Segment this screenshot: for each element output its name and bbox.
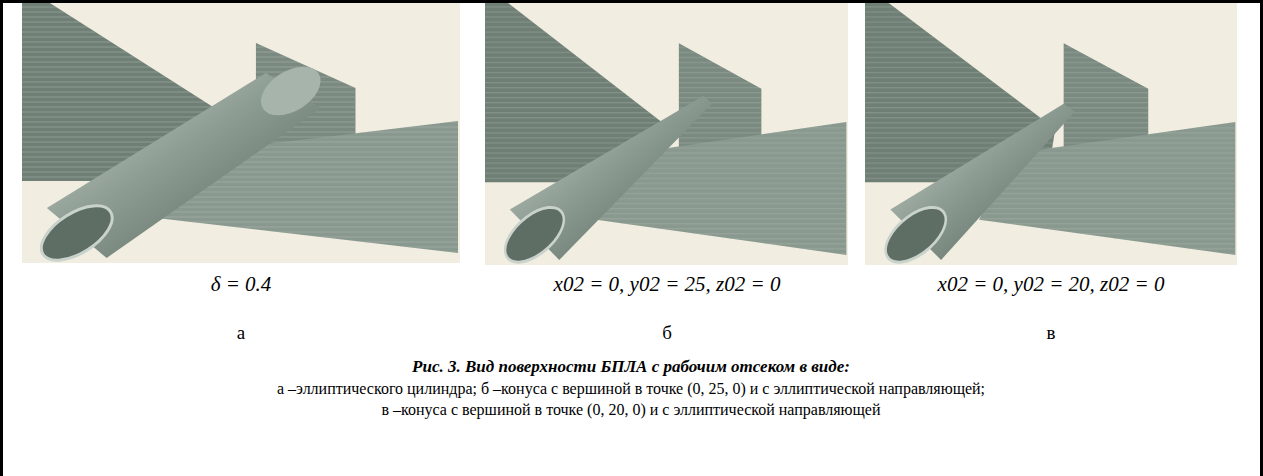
figure-caption: Рис. 3. Вид поверхности БПЛА с рабочим о…	[412, 357, 850, 377]
parameter-value: x02 = 0, y02 = 20, z02 = 0	[938, 272, 1165, 297]
panel-letter: б	[662, 322, 672, 344]
panel-letter: в	[1047, 322, 1056, 344]
caption-line: а –эллиптического цилиндра; б –конуса с …	[277, 380, 985, 398]
panel-letter: а	[237, 322, 245, 344]
caption-line: в –конуса с вершиной в точке (0, 20, 0) …	[381, 401, 880, 419]
parameter-value: δ = 0.4	[211, 272, 272, 297]
parameter-value: x02 = 0, y02 = 25, z02 = 0	[554, 272, 781, 297]
